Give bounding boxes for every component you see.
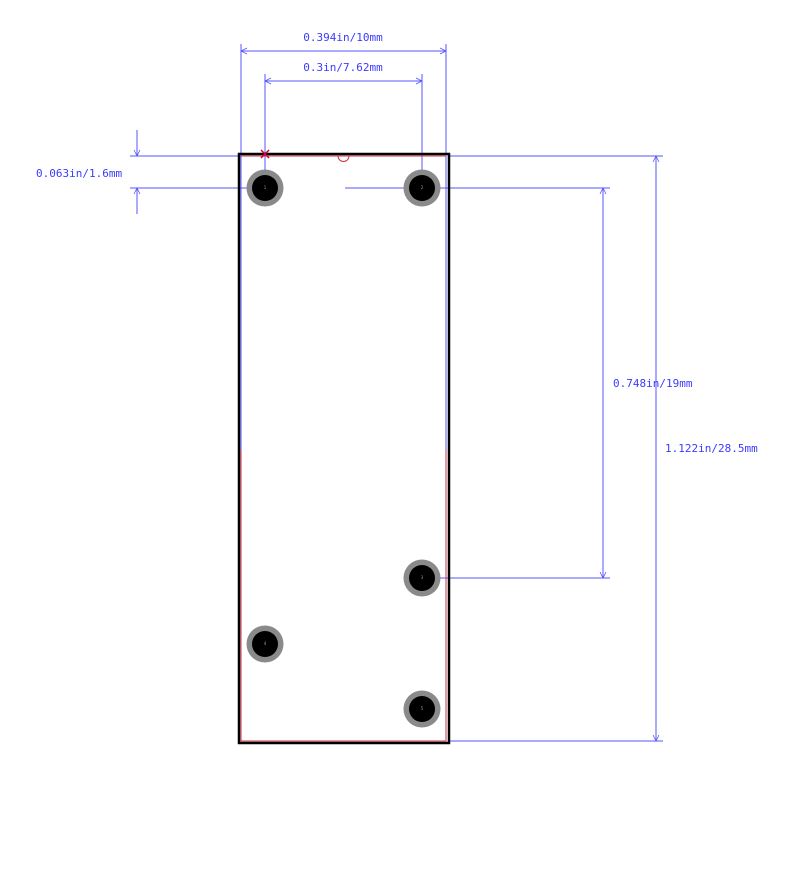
dimension-top-offset: 0.063in/1.6mm (36, 130, 265, 214)
pad-pin-5: 5 (403, 690, 441, 728)
dimension-pin-pitch-label: 0.3in/7.62mm (303, 61, 383, 74)
courtyard-outline (237, 152, 451, 745)
pad-label: 1 (264, 185, 267, 190)
pad-label: 4 (264, 641, 267, 646)
dimension-overall-width-label: 0.394in/10mm (303, 31, 383, 44)
pad-pin-1: 1 (246, 169, 284, 207)
dimension-overall-height: 1.122in/28.5mm (450, 155, 758, 742)
pad-label: 3 (421, 575, 424, 580)
origin-cross-icon (260, 149, 270, 159)
pad-label: 2 (421, 185, 424, 190)
dimension-top-offset-label: 0.063in/1.6mm (36, 167, 122, 180)
dimension-overall-width: 0.394in/10mm (240, 31, 447, 155)
pad-pin-4: 4 (246, 625, 284, 663)
pad-pin-2: 2 (403, 169, 441, 207)
dimension-overall-height-label: 1.122in/28.5mm (665, 442, 758, 455)
pin1-notch-marker (337, 155, 350, 162)
pad-label: 5 (421, 706, 424, 711)
dimension-pin-pitch: 0.3in/7.62mm (264, 61, 423, 188)
dimension-pin-span: 0.748in/19mm (345, 187, 693, 579)
component-outline (237, 152, 451, 745)
pad-pin-3: 3 (403, 559, 441, 597)
dimension-pin-span-label: 0.748in/19mm (613, 377, 693, 390)
